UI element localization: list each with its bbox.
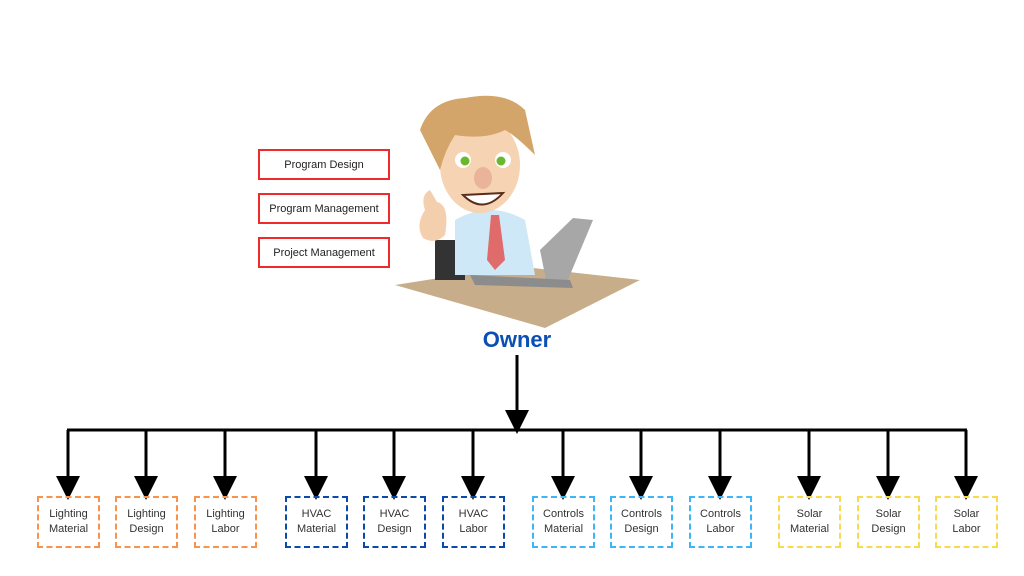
scope-label: Controls — [700, 508, 741, 520]
service-box-project-management: Project Management — [258, 237, 390, 268]
scope-label: Labor — [211, 523, 240, 535]
scope-label: Design — [871, 523, 906, 535]
scope-label: Controls — [543, 508, 584, 520]
scope-label: Controls — [621, 508, 662, 520]
scope-label: Labor — [952, 523, 981, 535]
scope-label: Material — [48, 523, 89, 535]
scope-label: HVAC — [458, 508, 489, 520]
scope-label: Lighting — [127, 508, 166, 520]
scope-label: Solar — [796, 508, 823, 520]
service-label: Program Design — [284, 158, 364, 171]
scope-label: Lighting — [49, 508, 88, 520]
scope-label: Material — [543, 523, 584, 535]
service-box-program-design: Program Design — [258, 149, 390, 180]
scope-label: Solar — [953, 508, 980, 520]
scope-label: Material — [296, 523, 337, 535]
owner-illustration — [395, 95, 640, 328]
scope-box-hvac-labor: HVAC Labor — [442, 496, 505, 548]
scope-label: HVAC — [301, 508, 332, 520]
owner-label: Owner — [482, 327, 552, 352]
scope-label: Design — [129, 523, 164, 535]
scope-label: Solar — [875, 508, 902, 520]
scope-label: Design — [377, 523, 412, 535]
scope-label: Material — [789, 523, 830, 535]
service-label: Program Management — [269, 202, 379, 215]
service-label: Project Management — [273, 246, 375, 259]
scope-box-hvac-material: HVAC Material — [285, 496, 348, 548]
scope-box-hvac-design: HVAC Design — [363, 496, 426, 548]
scope-label: Design — [624, 523, 659, 535]
service-box-program-management: Program Management — [258, 193, 390, 224]
scope-label: Labor — [706, 523, 735, 535]
scope-label: Labor — [459, 523, 488, 535]
scope-label: HVAC — [379, 508, 410, 520]
scope-label: Lighting — [206, 508, 245, 520]
